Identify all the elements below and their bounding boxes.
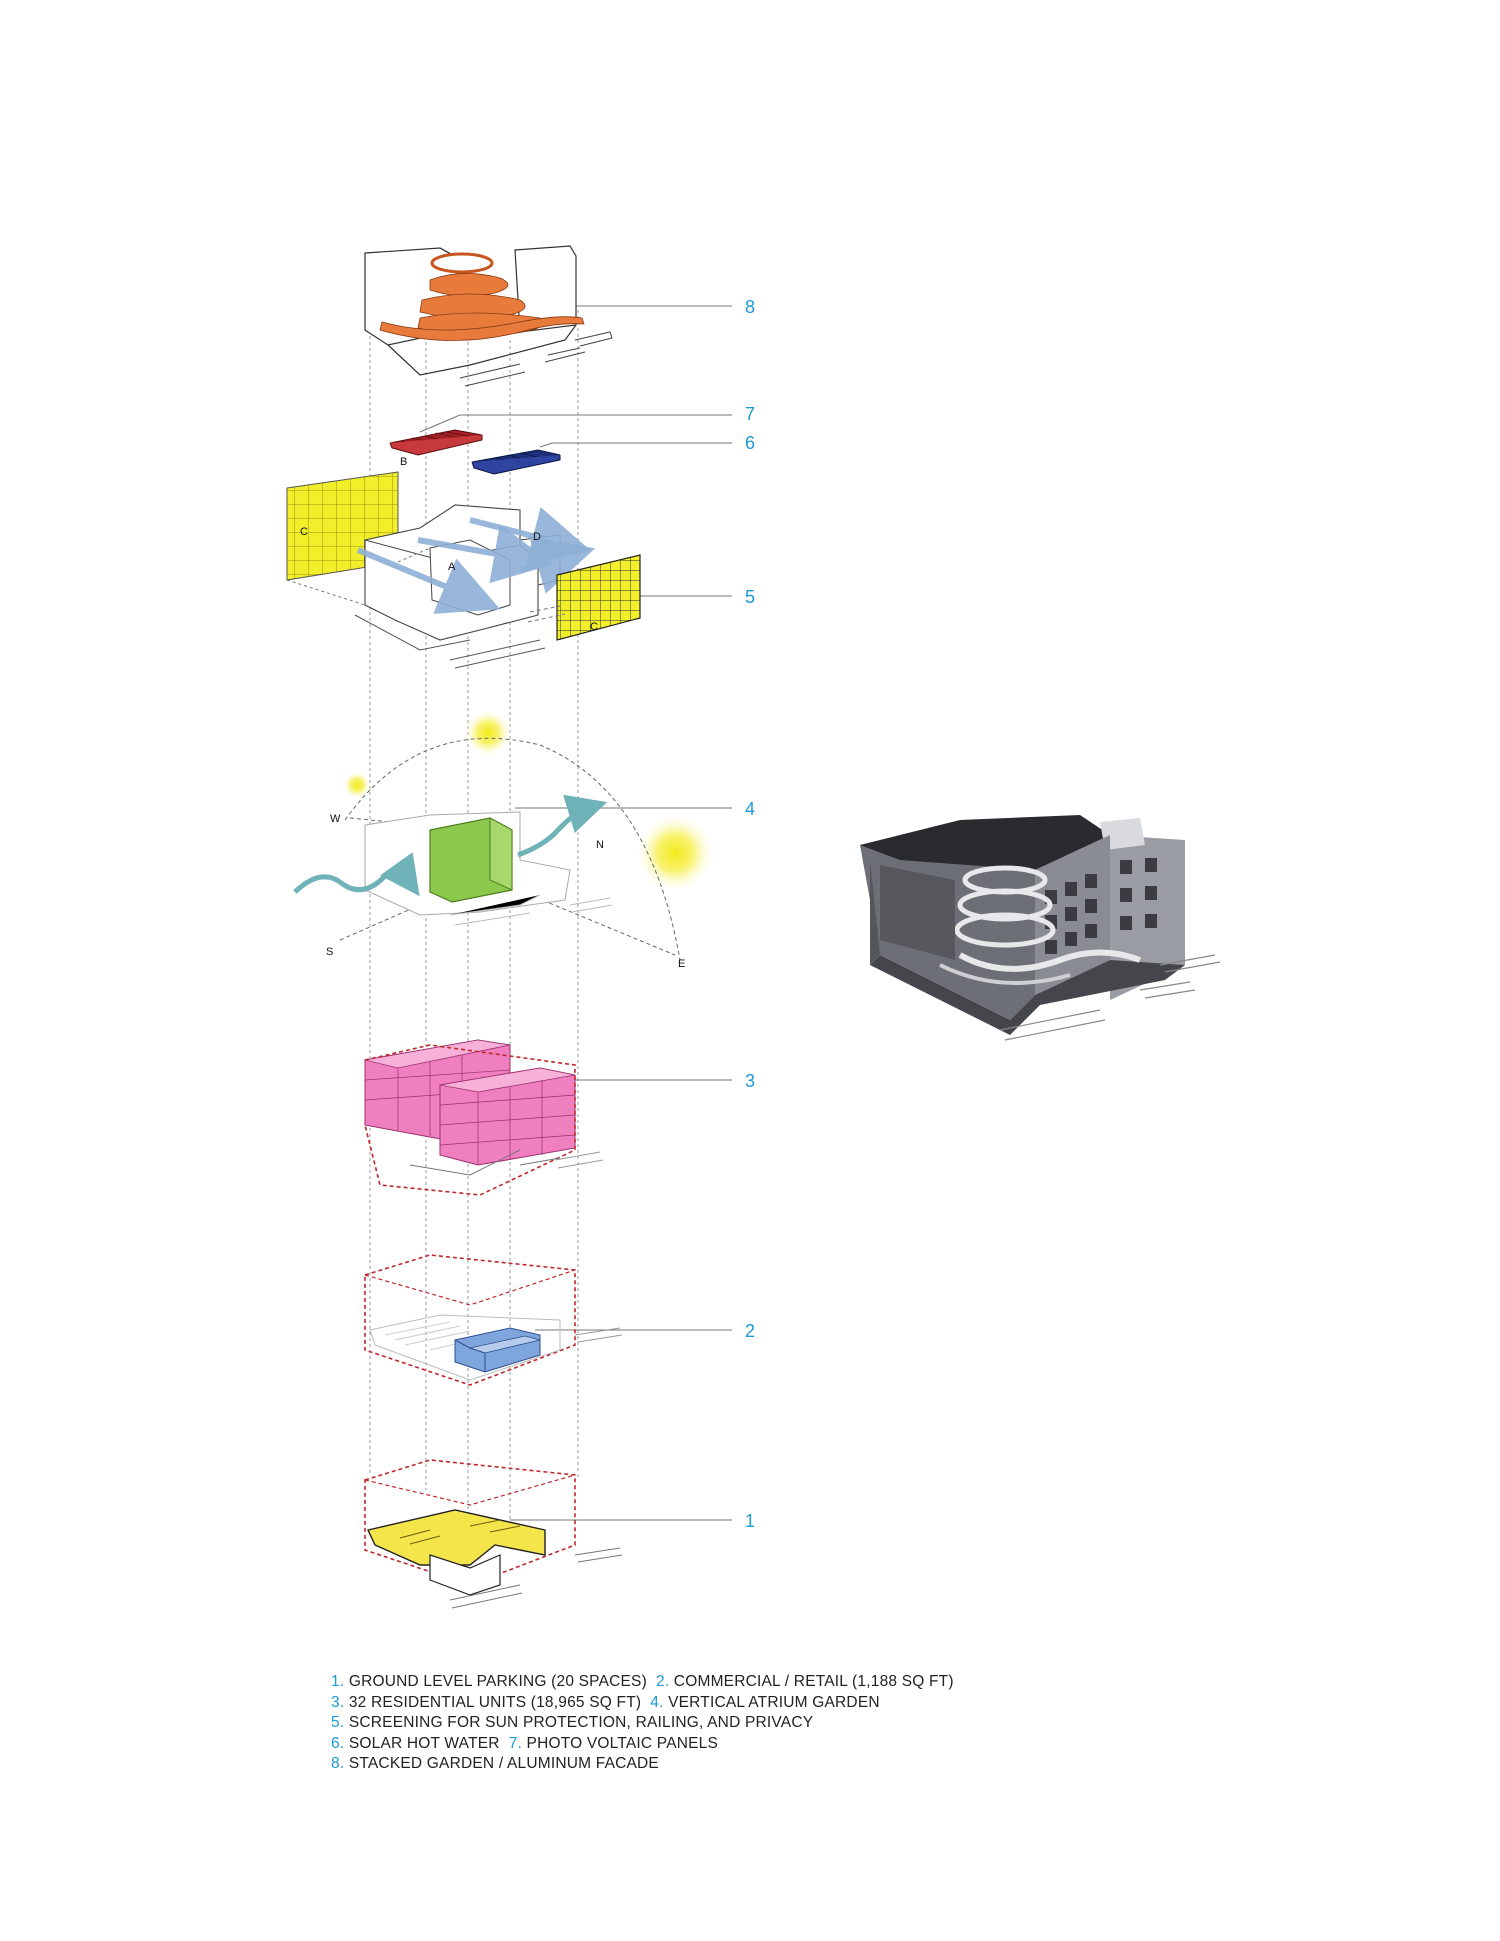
callout-2: 2 [745, 1321, 755, 1341]
building-rendering [860, 815, 1221, 1041]
legend-row: 8. STACKED GARDEN / ALUMINUM FACADE [331, 1755, 659, 1772]
sun-icon-top [464, 709, 512, 757]
layer-8-stacked-garden [364, 245, 613, 387]
callout-numbers: 8 7 6 5 4 3 2 1 [745, 297, 755, 1531]
layer-4-atrium: W N S E [293, 709, 715, 970]
callout-6: 6 [745, 433, 755, 453]
callout-leaders [419, 305, 732, 1521]
legend: 1. GROUND LEVEL PARKING (20 SPACES) 2. C… [331, 1672, 954, 1775]
projection-lines [369, 300, 579, 1570]
layer-1-parking [364, 1459, 623, 1609]
layer-7-pv-panels: B [389, 429, 483, 468]
callout-8: 8 [745, 297, 755, 317]
compass-e: E [678, 958, 685, 970]
legend-row: 3. 32 RESIDENTIAL UNITS (18,965 SQ FT) 4… [331, 1693, 880, 1711]
callout-7: 7 [745, 404, 755, 424]
callout-4: 4 [745, 799, 755, 819]
letter-c-left: C [300, 526, 308, 538]
layer-2-retail [364, 1254, 623, 1386]
callout-5: 5 [745, 587, 755, 607]
callout-1: 1 [745, 1511, 755, 1531]
layer-5-screening: C A D C [286, 471, 641, 669]
letter-b: B [400, 456, 407, 468]
compass-w: W [330, 813, 341, 825]
layer-3-residential [364, 1039, 604, 1196]
compass-s: S [326, 946, 333, 958]
letter-a: A [448, 561, 456, 573]
callout-3: 3 [745, 1071, 755, 1091]
legend-row: 1. GROUND LEVEL PARKING (20 SPACES) 2. C… [331, 1673, 954, 1690]
sun-icon-right [635, 813, 715, 893]
legend-row: 5. SCREENING FOR SUN PROTECTION, RAILING… [331, 1714, 814, 1731]
letter-d: D [533, 531, 541, 543]
compass-n: N [596, 839, 604, 851]
layer-6-solar-hot-water [471, 449, 561, 475]
sun-icon-left [343, 771, 371, 799]
legend-row: 6. SOLAR HOT WATER 7. PHOTO VOLTAIC PANE… [331, 1734, 719, 1752]
letter-c-right: C [590, 621, 598, 633]
